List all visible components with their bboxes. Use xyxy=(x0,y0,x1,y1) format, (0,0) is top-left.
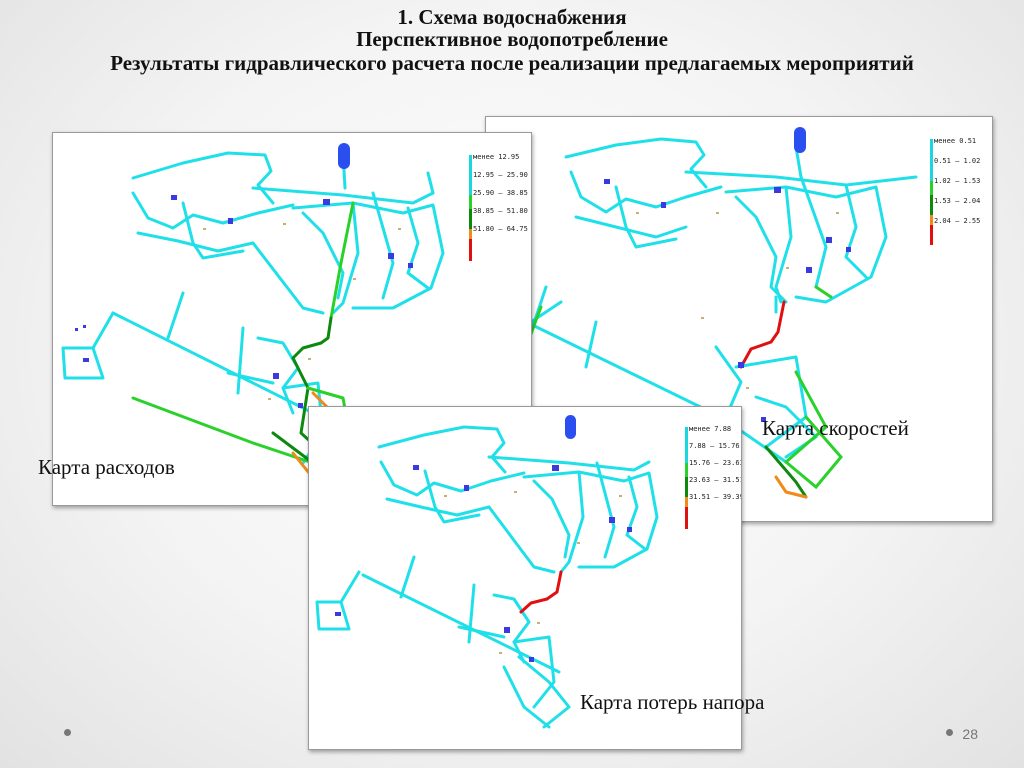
legend-label: 1.53 – 2.04 xyxy=(934,197,981,205)
legend-label: 31.51 – 39.39 xyxy=(689,493,742,501)
legend-label: 38.85 – 51.80 xyxy=(473,207,528,215)
left-decor-dot xyxy=(64,729,71,736)
legend-bar-orange xyxy=(930,215,933,225)
legend-bar-red xyxy=(685,507,688,529)
legend-bar-green xyxy=(469,195,472,209)
page-number: 28 xyxy=(962,726,978,742)
velocity-map-legend: менее 0.51 0.51 – 1.02 1.02 – 1.53 1.53 … xyxy=(930,137,990,247)
legend-label: 51.80 – 64.75 xyxy=(473,225,528,233)
legend-bar-orange xyxy=(685,497,688,507)
flow-map-caption: Карта расходов xyxy=(38,455,175,479)
legend-bar-cyan xyxy=(469,155,472,195)
head-loss-map-caption: Карта потерь напора xyxy=(580,690,765,714)
legend-label: 23.63 – 31.51 xyxy=(689,476,742,484)
slide-title-line3: Результаты гидравлического расчета после… xyxy=(110,51,914,75)
legend-label: 0.51 – 1.02 xyxy=(934,157,981,165)
slide-title-line2: Перспективное водопотребление xyxy=(356,27,668,51)
head-loss-map-network xyxy=(315,415,659,729)
legend-label: менее 12.95 xyxy=(473,153,520,161)
legend-label: менее 7.88 xyxy=(689,425,732,433)
legend-label: 2.04 – 2.55 xyxy=(934,217,981,225)
legend-label: 15.76 – 23.63 xyxy=(689,459,742,467)
head-loss-map-panel: менее 7.88 7.88 – 15.76 15.76 – 23.63 23… xyxy=(308,406,742,750)
flow-map-legend: менее 12.95 12.95 – 25.90 25.90 – 38.85 … xyxy=(469,153,531,263)
right-decor-dot xyxy=(946,729,953,736)
legend-label: 12.95 – 25.90 xyxy=(473,171,528,179)
head-loss-map-legend: менее 7.88 7.88 – 15.76 15.76 – 23.63 23… xyxy=(685,425,741,535)
legend-bar-darkgreen xyxy=(930,195,933,215)
legend-bar-green xyxy=(685,463,688,477)
velocity-map-caption: Карта скоростей xyxy=(762,416,909,440)
legend-bar-red xyxy=(930,225,933,245)
legend-bar-red xyxy=(469,239,472,261)
legend-label: 25.90 – 38.85 xyxy=(473,189,528,197)
legend-bar-darkgreen xyxy=(469,209,472,229)
legend-label: 1.02 – 1.53 xyxy=(934,177,981,185)
legend-bar-darkgreen xyxy=(685,477,688,497)
velocity-map-network xyxy=(514,127,918,499)
legend-label: менее 0.51 xyxy=(934,137,977,145)
legend-bar-orange xyxy=(469,229,472,239)
slide-title-line1: 1. Схема водоснабжения xyxy=(397,5,627,29)
slide-title-block: 1. Схема водоснабжения Перспективное вод… xyxy=(0,6,1024,76)
legend-bar-green xyxy=(930,181,933,195)
legend-label: 7.88 – 15.76 xyxy=(689,442,740,450)
legend-bar-cyan xyxy=(930,139,933,181)
legend-bar-cyan xyxy=(685,427,688,463)
